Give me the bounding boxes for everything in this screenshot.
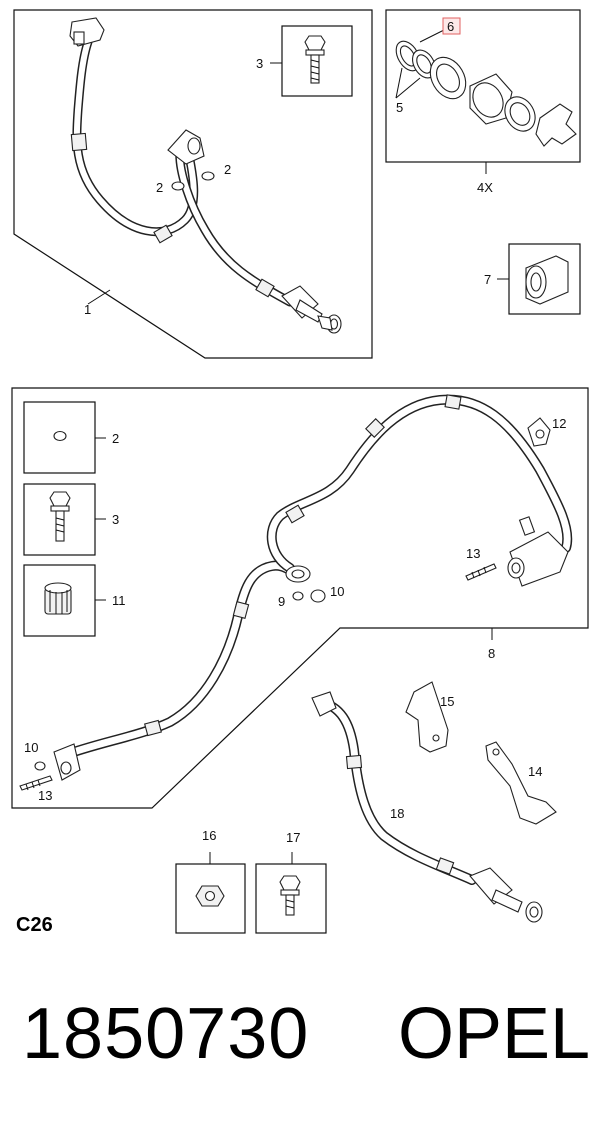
assembly-8-frame: [11, 387, 589, 809]
label-13b: 13: [38, 788, 52, 803]
box-4x-frame: [385, 9, 581, 163]
label-10a: 10: [330, 584, 344, 599]
o-ring-2a-icon: [171, 181, 185, 191]
o-ring-10b-icon: [34, 761, 46, 771]
label-7: 7: [484, 272, 491, 287]
o-ring-2b-icon: [201, 171, 215, 181]
cap-11-icon: [44, 582, 72, 615]
valve-13b-icon: [19, 775, 53, 791]
label-4x: 4X: [477, 180, 493, 195]
label-2c: 2: [112, 431, 119, 446]
bolt-17-icon: [279, 875, 301, 916]
hose-18-icon: [311, 691, 543, 923]
label-18: 18: [390, 806, 404, 821]
label-17: 17: [286, 830, 300, 845]
label-10b: 10: [24, 740, 38, 755]
bolt-3c-icon: [49, 491, 71, 542]
box-3c-group: [23, 483, 106, 556]
assembly-8-group: [11, 387, 589, 809]
assembly-1-frame: [13, 9, 373, 359]
box-16-group: [175, 852, 246, 934]
brand-name: OPEL: [398, 994, 591, 1074]
label-2b: 2: [224, 162, 231, 177]
seal-kit-icon: [395, 40, 577, 147]
seal-7-icon: [525, 255, 569, 305]
label-13a: 13: [466, 546, 480, 561]
o-ring-10a-icon: [310, 589, 326, 603]
diagram-code: C26: [16, 914, 53, 936]
nut-16-icon: [195, 885, 225, 907]
label-3c: 3: [112, 512, 119, 527]
valve-13a-icon: [465, 563, 497, 581]
box-4x-group: [385, 9, 581, 174]
label-6-highlight: [442, 17, 461, 35]
o-ring-2c-icon: [53, 430, 67, 442]
label-3: 3: [256, 56, 263, 71]
label-1: 1: [84, 302, 91, 317]
label-2a: 2: [156, 180, 163, 195]
label-11: 11: [112, 593, 126, 608]
clip-12-icon: [527, 417, 551, 447]
label-8: 8: [488, 646, 495, 661]
part-number: 1850730: [22, 994, 310, 1074]
box-7-group: [497, 243, 581, 315]
bracket-14-icon: [485, 741, 557, 825]
box-11-group: [23, 564, 106, 637]
label-15: 15: [440, 694, 454, 709]
bracket-15-icon: [405, 681, 449, 753]
box-2c-group: [23, 401, 106, 474]
label-16: 16: [202, 828, 216, 843]
box-3-frame: [281, 25, 353, 97]
label-9: 9: [278, 594, 285, 609]
assembly-1-group: [13, 9, 373, 359]
hose-1-icon: [69, 17, 342, 334]
bolt-3-icon: [304, 35, 326, 84]
box-17-group: [255, 852, 327, 934]
hose-8-icon: [53, 394, 573, 781]
o-ring-9-icon: [292, 591, 304, 601]
label-12: 12: [552, 416, 566, 431]
label-14: 14: [528, 764, 542, 779]
label-6: 6: [447, 19, 454, 34]
label-5: 5: [396, 100, 403, 115]
box-3-group: [270, 25, 353, 97]
